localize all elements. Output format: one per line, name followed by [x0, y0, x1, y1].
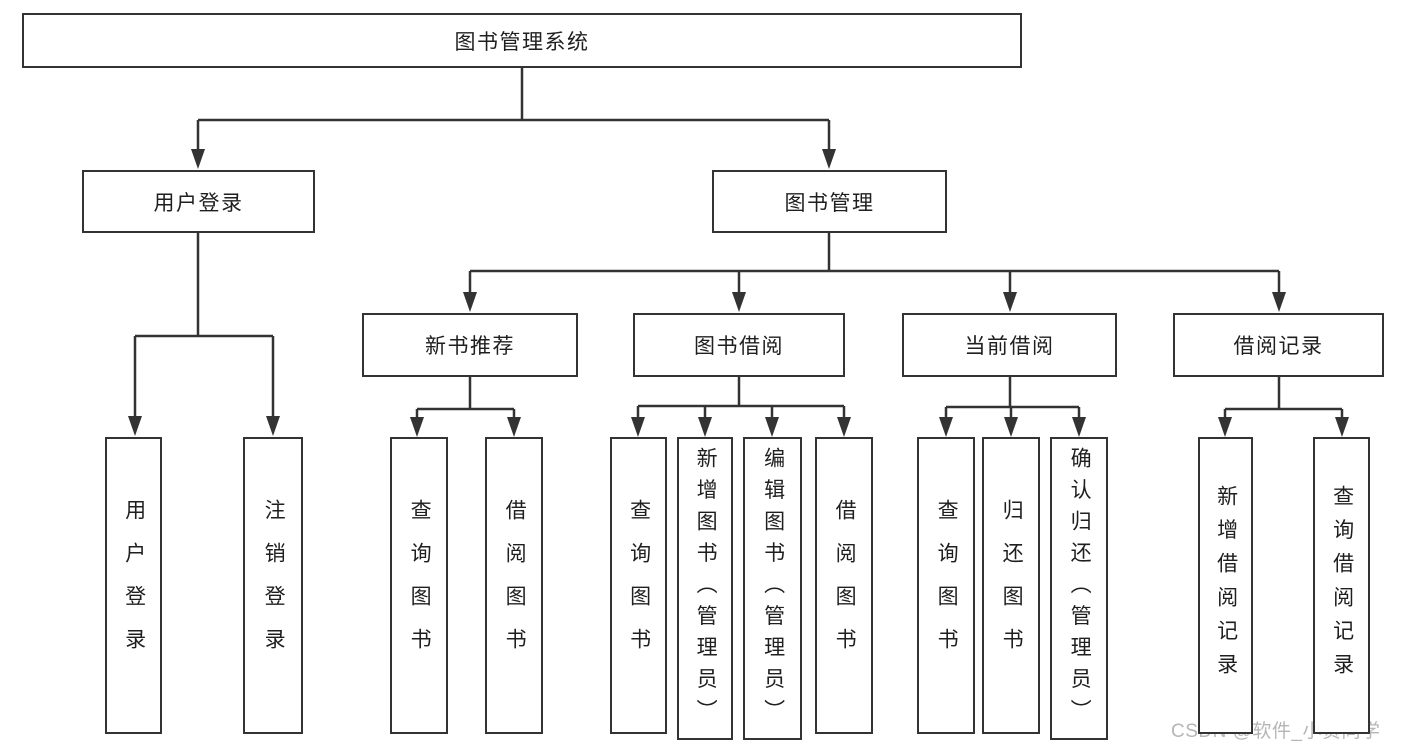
leaf-query-books-recommend: 查询图书	[390, 437, 448, 734]
arrowheads	[128, 149, 1349, 437]
leaf-query-books-current: 查询图书	[917, 437, 975, 734]
leaf-label: 查询图书	[627, 499, 651, 672]
leaf-label: 编辑图书（管理员）	[761, 446, 785, 731]
leaf-return-books: 归还图书	[982, 437, 1040, 734]
connector-currentborrow-to-leaves	[944, 377, 1081, 421]
node-book-borrowing: 图书借阅	[633, 313, 845, 377]
connector-root-to-level2	[196, 68, 831, 153]
node-label: 借阅记录	[1233, 335, 1324, 358]
connector-userlogin-to-leaves	[133, 233, 275, 421]
node-current-borrowing: 当前借阅	[902, 313, 1117, 377]
node-user-login: 用户登录	[82, 170, 315, 233]
leaf-query-borrow-record: 查询借阅记录	[1313, 437, 1370, 734]
node-label: 图书借阅	[694, 335, 784, 358]
leaf-query-books-borrowing: 查询图书	[610, 437, 667, 734]
leaf-label: 查询借阅记录	[1330, 484, 1354, 687]
leaf-edit-book-admin: 编辑图书（管理员）	[743, 437, 802, 740]
leaf-label: 新增借阅记录	[1214, 484, 1238, 687]
leaf-label: 查询图书	[408, 499, 432, 672]
leaf-label: 借阅图书	[503, 499, 527, 672]
node-label: 图书管理	[784, 191, 875, 215]
connector-bookmgmt-to-level3	[468, 233, 1281, 296]
leaf-add-borrow-record: 新增借阅记录	[1198, 437, 1253, 734]
leaf-borrow-books-recommend: 借阅图书	[485, 437, 543, 734]
leaf-label: 新增图书（管理员）	[694, 446, 718, 731]
node-root-library-management-system: 图书管理系统	[22, 13, 1022, 68]
node-borrowing-records: 借阅记录	[1173, 313, 1384, 377]
leaf-user-login: 用户登录	[105, 437, 162, 734]
node-book-management: 图书管理	[712, 170, 947, 233]
leaf-label: 借阅图书	[833, 499, 857, 672]
node-new-book-recommendation: 新书推荐	[362, 313, 578, 377]
connector-bookborrow-to-leaves	[636, 377, 846, 421]
connector-newbookrec-to-leaves	[415, 377, 516, 421]
leaf-logout: 注销登录	[243, 437, 303, 734]
leaf-label: 确认归还（管理员）	[1068, 446, 1092, 731]
leaf-label: 注销登录	[262, 499, 286, 672]
leaf-confirm-return-admin: 确认归还（管理员）	[1050, 437, 1108, 740]
node-label: 用户登录	[153, 191, 244, 215]
node-label: 新书推荐	[425, 335, 515, 358]
node-label: 当前借阅	[964, 335, 1055, 358]
node-label: 图书管理系统	[454, 30, 590, 54]
leaf-label: 查询图书	[935, 499, 959, 672]
leaf-label: 用户登录	[122, 499, 146, 672]
connector-borrowrecord-to-leaves	[1223, 377, 1344, 421]
leaf-borrow-books-borrowing: 借阅图书	[815, 437, 873, 734]
leaf-add-book-admin: 新增图书（管理员）	[677, 437, 733, 740]
leaf-label: 归还图书	[1000, 499, 1024, 672]
